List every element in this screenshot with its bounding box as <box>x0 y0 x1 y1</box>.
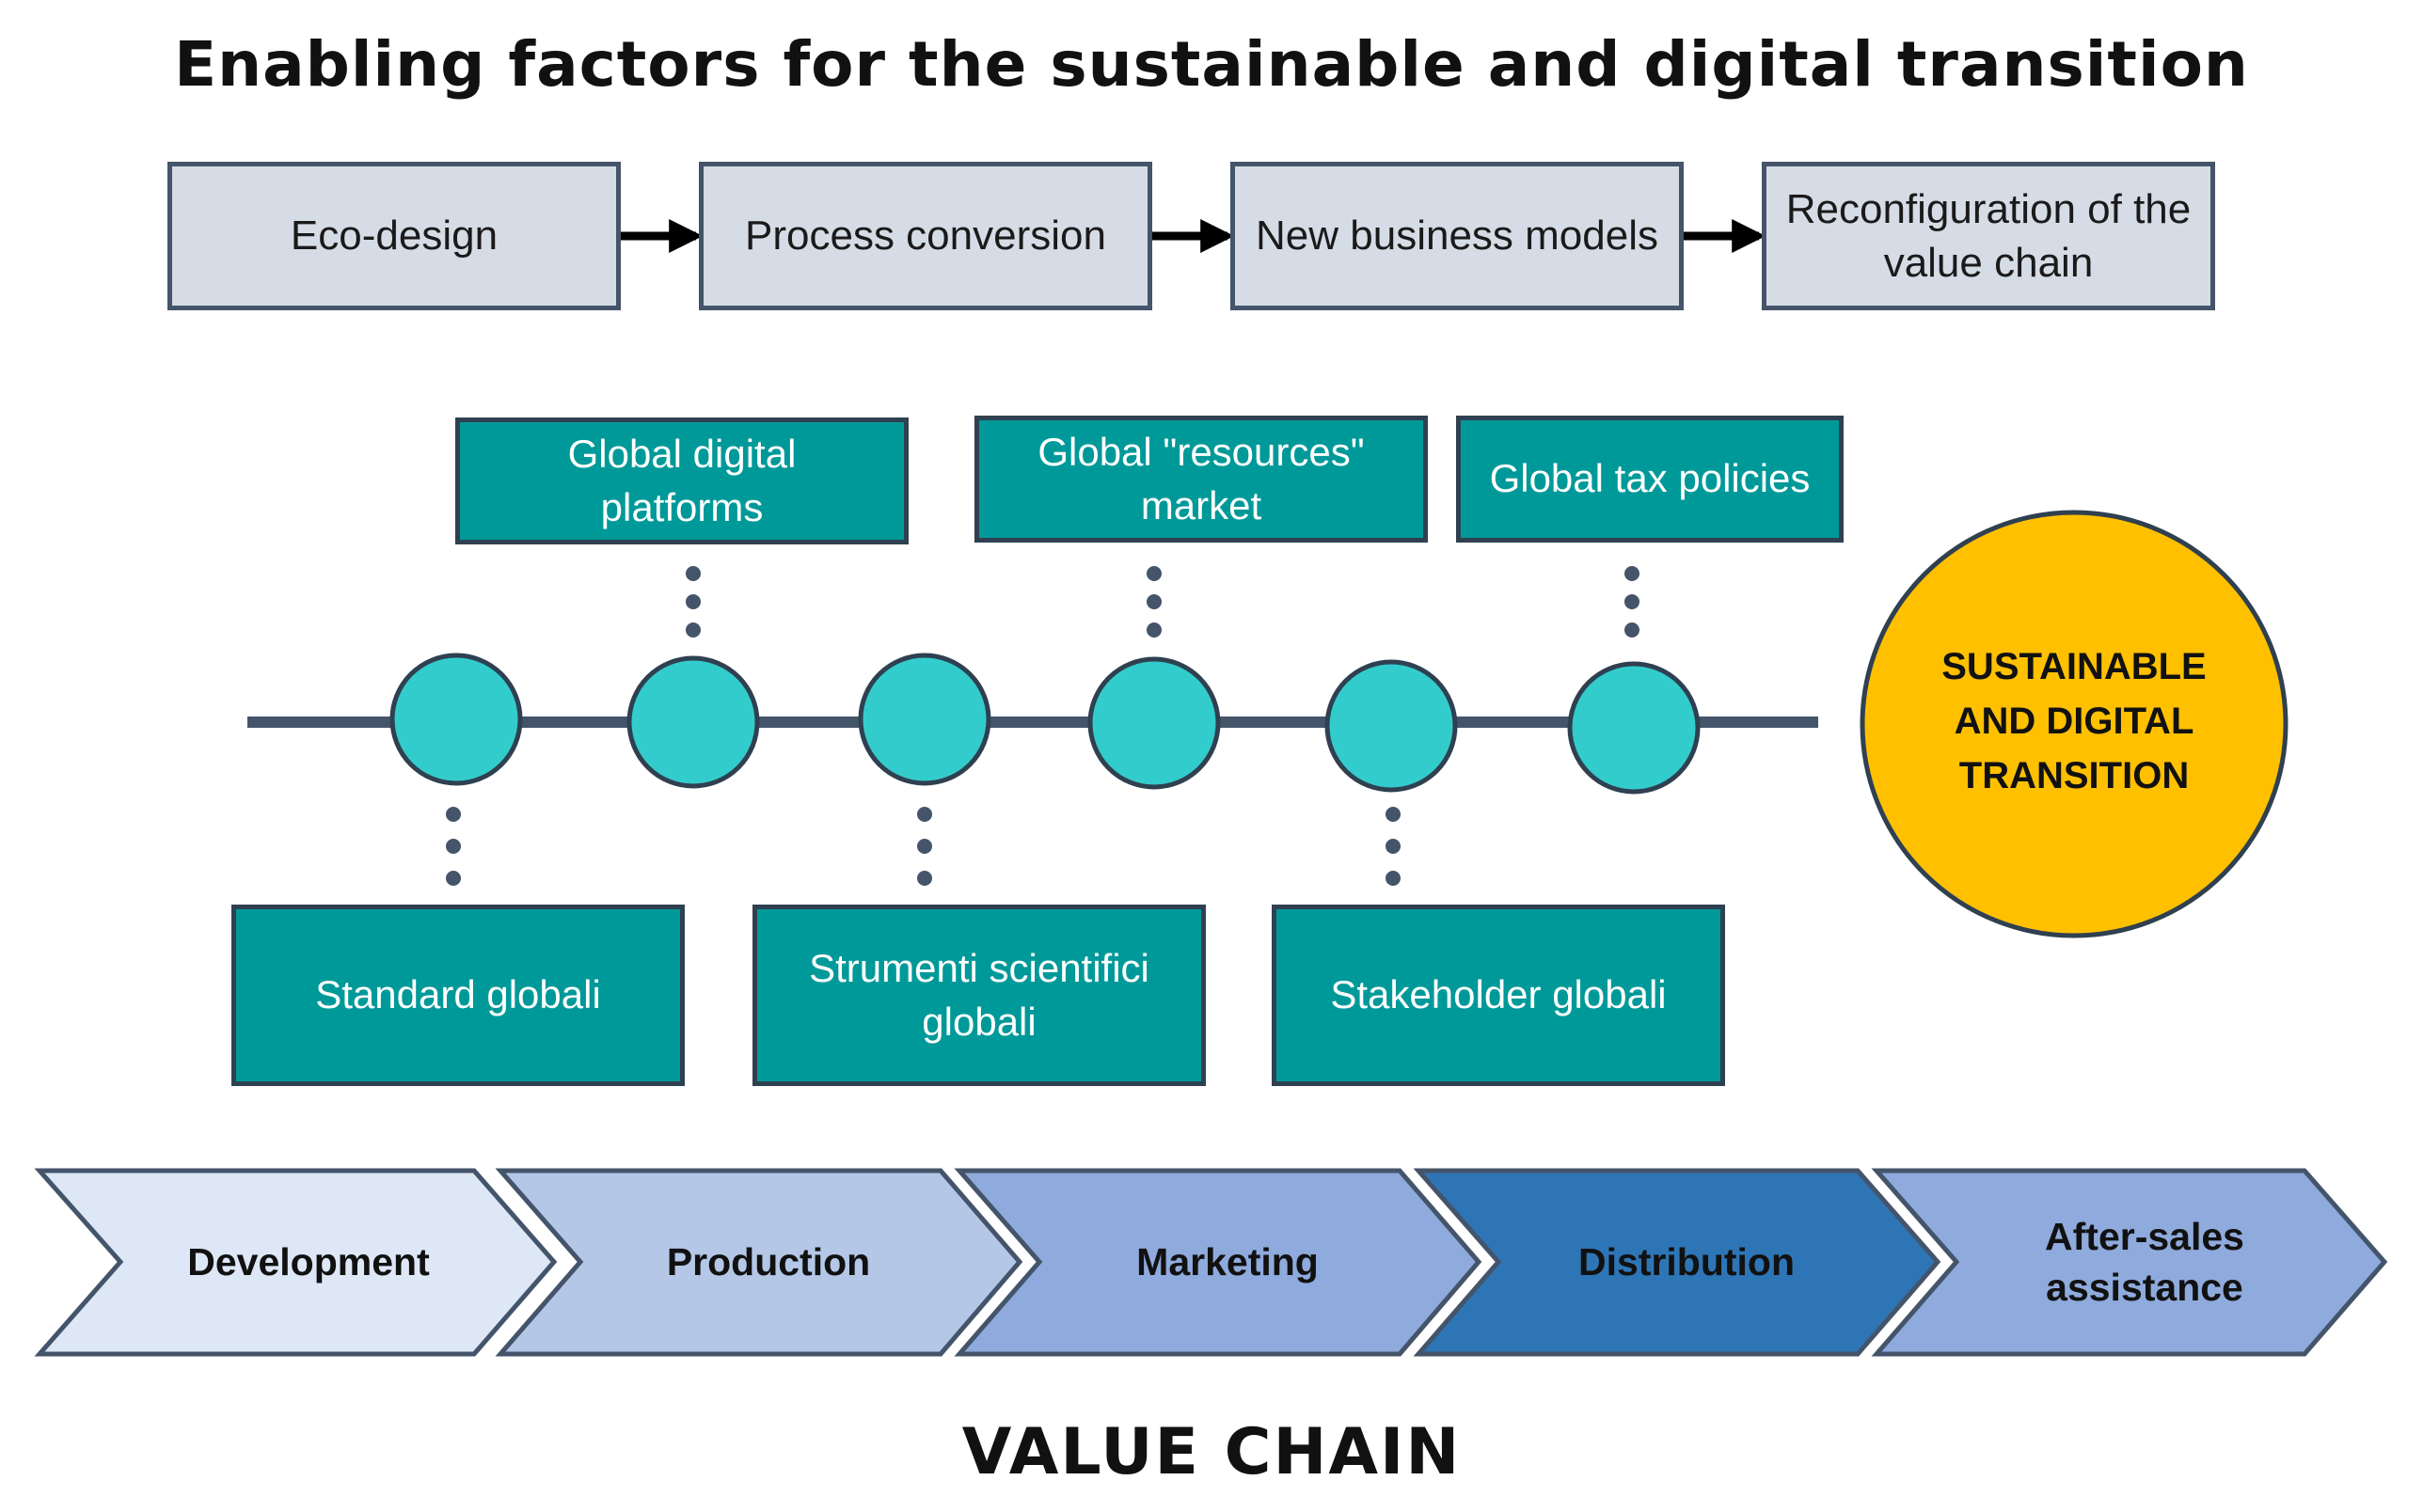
factor-strumenti-scientifici-globali: Strumenti scientifici globali <box>752 905 1206 1086</box>
step-new-business-models: New business models <box>1230 162 1684 310</box>
step-process-conversion: Process conversion <box>699 162 1152 310</box>
stage-label: After-sales assistance <box>2045 1215 2244 1309</box>
stage-distribution: Distribution <box>1498 1171 1875 1354</box>
chevron-production <box>495 1168 1023 1357</box>
goal-label: SUSTAINABLE AND DIGITAL TRANSITION <box>1941 646 2207 796</box>
timeline-node-6 <box>1567 661 1701 795</box>
factor-label: Global tax policies <box>1489 456 1811 501</box>
chevron-after-sales <box>1871 1168 2388 1357</box>
connector-top-3 <box>1624 566 1639 638</box>
stage-label: Production <box>666 1239 871 1284</box>
value-chain-title: VALUE CHAIN <box>961 1415 1462 1489</box>
goal-circle <box>1860 510 2288 938</box>
step-reconfiguration: Reconfiguration of the value chain <box>1762 162 2215 310</box>
step-eco-design: Eco-design <box>167 162 621 310</box>
chevron-marketing <box>954 1168 1482 1357</box>
factor-global-tax-policies: Global tax policies <box>1456 416 1844 543</box>
connector-top-2 <box>1147 566 1162 638</box>
stage-production: Production <box>580 1171 957 1354</box>
factor-label: Global "resources" market <box>1037 429 1365 528</box>
step-label: New business models <box>1256 213 1658 260</box>
factor-stakeholder-globali: Stakeholder globali <box>1272 905 1725 1086</box>
connector-bottom-1 <box>446 807 461 886</box>
stage-label: Development <box>187 1239 430 1284</box>
stage-marketing: Marketing <box>1039 1171 1416 1354</box>
factor-label: Stakeholder globali <box>1330 972 1667 1017</box>
chevron-distribution <box>1413 1168 1941 1357</box>
connector-bottom-2 <box>917 807 932 886</box>
step-label: Eco-design <box>290 213 499 260</box>
stage-label: Marketing <box>1136 1239 1319 1284</box>
timeline-node-1 <box>389 653 523 786</box>
connector-bottom-3 <box>1386 807 1401 886</box>
factor-label: Standard globali <box>315 972 601 1017</box>
stage-label: Distribution <box>1577 1239 1796 1284</box>
stage-development: Development <box>120 1171 497 1354</box>
timeline-node-2 <box>626 655 760 789</box>
timeline-node-3 <box>858 653 991 786</box>
stage-after-sales-assistance: After-sales assistance <box>1956 1171 2333 1354</box>
step-label: Reconfiguration of the value chain <box>1785 185 2192 286</box>
factor-label: Strumenti scientifici globali <box>809 945 1149 1044</box>
step-label: Process conversion <box>745 213 1106 260</box>
factor-standard-globali: Standard globali <box>231 905 685 1086</box>
timeline-node-5 <box>1324 659 1458 793</box>
timeline-node-4 <box>1087 656 1221 790</box>
factor-label: Global digital platforms <box>567 431 797 529</box>
connector-top-1 <box>686 566 701 638</box>
factor-global-digital-platforms: Global digital platforms <box>455 417 909 544</box>
chevron-development <box>34 1168 558 1357</box>
factor-global-resources-market: Global "resources" market <box>974 416 1428 543</box>
diagram-title: Enabling factors for the sustainable and… <box>174 28 2249 101</box>
